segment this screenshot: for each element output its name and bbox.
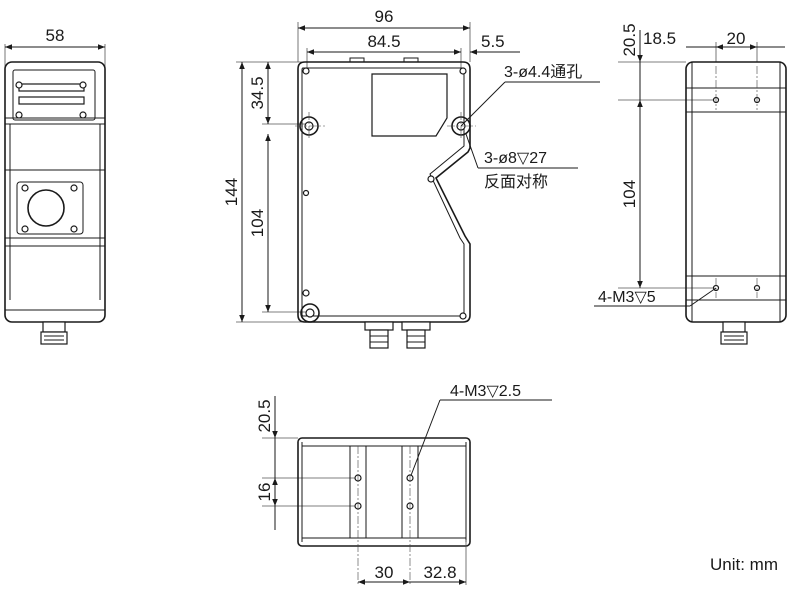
callout-side-thread: 4-M3▽5	[598, 289, 656, 306]
callout-counterbore-line2: 反面对称	[484, 173, 548, 191]
callout-bottom-thread: 4-M3▽2.5	[450, 383, 521, 400]
dim-hole-top-offset: 34.5	[248, 76, 267, 109]
dim-top-width-holes: 84.5	[367, 32, 400, 51]
unit-label: Unit: mm	[710, 555, 778, 574]
front-view: 58	[4, 26, 106, 345]
dim-bottom-hole-spacing-v: 16	[255, 483, 274, 502]
dim-height-total: 144	[222, 178, 241, 206]
bottom-view: 4-M3▽2.5 20.5 16 30 32.8	[255, 383, 552, 585]
dim-edge-offset: 5.5	[481, 32, 505, 51]
callout-counterbore-line1: 3-ø8▽27	[484, 150, 547, 167]
dim-hole-spacing-vertical: 104	[248, 209, 267, 237]
side-view: 18.5 20 20.5 104 4-	[594, 23, 787, 345]
dim-bottom-spacing-b: 32.8	[423, 563, 456, 582]
main-view: 96 84.5 5.5 144 34.5 104	[222, 7, 600, 349]
dim-side-height: 104	[620, 180, 639, 208]
dim-side-edge-offset: 18.5	[643, 29, 676, 48]
dim-bottom-top-offset: 20.5	[255, 399, 274, 432]
dim-side-hole-spacing: 20	[727, 29, 746, 48]
dim-bottom-spacing-a: 30	[375, 563, 394, 582]
dim-side-top-offset: 20.5	[620, 23, 639, 56]
dim-front-width: 58	[46, 26, 65, 45]
dim-top-width-total: 96	[375, 7, 394, 26]
callout-through-holes: 3-ø4.4通孔	[504, 63, 582, 81]
